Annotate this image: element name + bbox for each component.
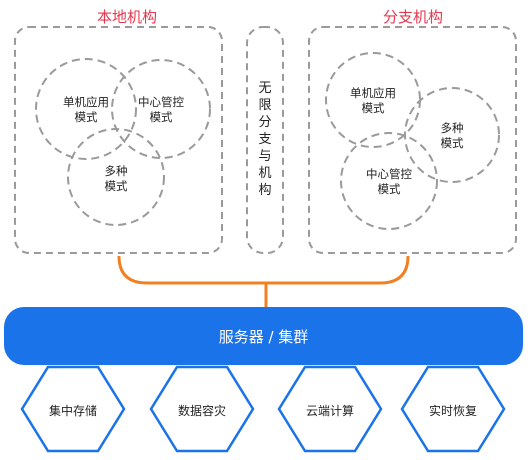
branch-standalone-label: 单机应用 模式 (350, 86, 396, 115)
local-circle-standalone (35, 58, 137, 160)
unlimited-branch-label: 无限分支与机构 (258, 81, 272, 198)
branch-circle-central (340, 132, 438, 230)
branch-org-box (308, 26, 517, 254)
local-org-title: 本地机构 (96, 8, 157, 26)
local-standalone-label: 单机应用 模式 (63, 95, 109, 124)
local-multi-label: 多种 模式 (104, 164, 128, 193)
branch-multi-label: 多种 模式 (440, 121, 464, 150)
hexagon-disaster-recovery (149, 365, 255, 453)
server-cluster-bar: 服务器 / 集群 (4, 307, 523, 365)
unlimited-branch-box (246, 26, 284, 254)
branch-org-title: 分支机构 (382, 8, 443, 26)
branch-central-label: 中心管控 模式 (366, 167, 412, 196)
local-circle-central (111, 59, 211, 159)
hexagon-centralized-storage (20, 365, 126, 453)
local-circle-multi (67, 128, 165, 226)
server-cluster-label: 服务器 / 集群 (218, 327, 309, 346)
connector-line (117, 255, 410, 307)
hexagon-cloud-computing (277, 365, 383, 453)
local-central-label: 中心管控 模式 (138, 95, 184, 124)
hexagon-realtime-restore (400, 365, 506, 453)
hexagon-label-cloud: 云端计算 (305, 404, 354, 418)
hexagon-label-storage: 集中存储 (48, 404, 97, 418)
hexagon-label-disaster: 数据容灾 (177, 404, 226, 418)
local-org-box (14, 26, 223, 254)
hexagon-label-restore: 实时恢复 (428, 404, 477, 418)
